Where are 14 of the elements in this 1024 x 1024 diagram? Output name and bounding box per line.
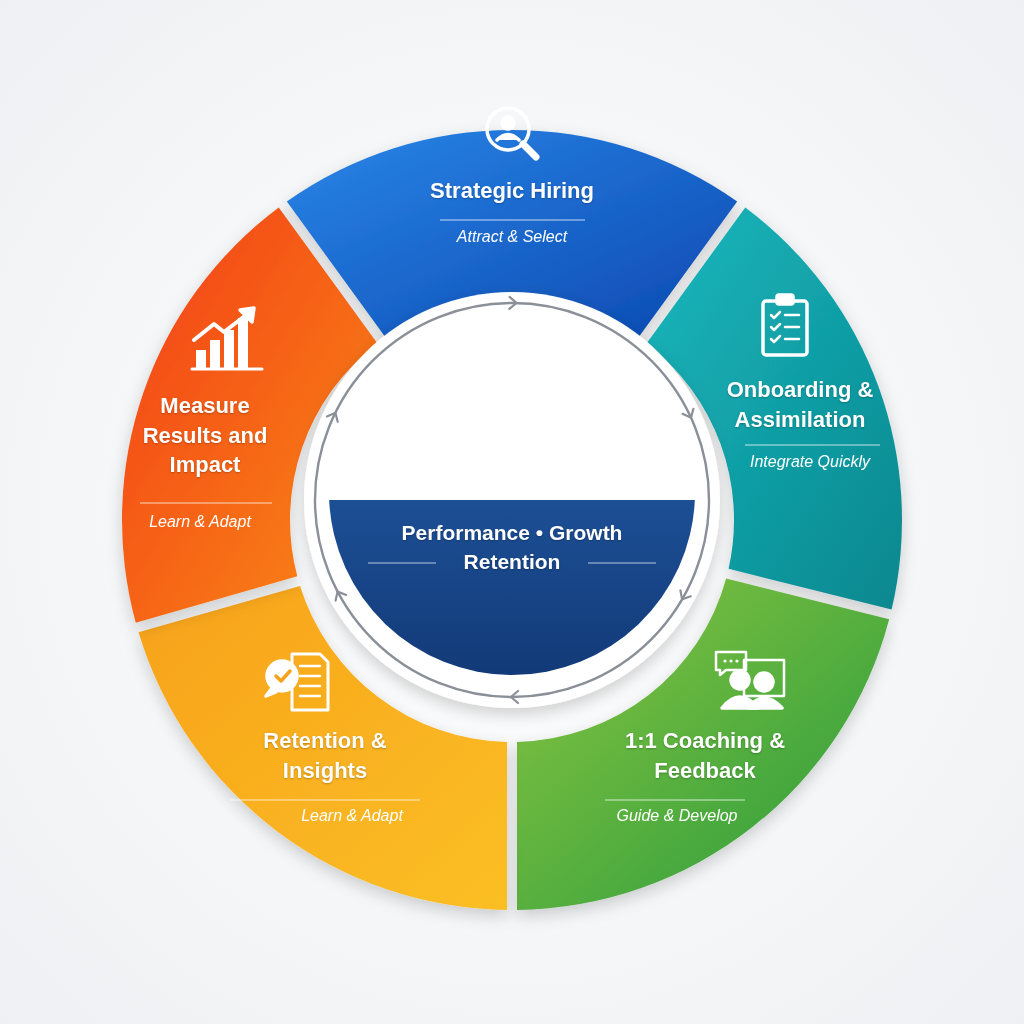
stage-title: 1:1 Coaching & Feedback — [623, 727, 787, 785]
stage-subtitle: Integrate Quickly — [748, 452, 872, 472]
stage-subtitle: Guide & Develop — [615, 806, 739, 826]
stage-title: Onboarding & Assimilation — [725, 376, 875, 434]
stage-title: Retention & Insights — [262, 727, 388, 785]
summary-band — [329, 500, 695, 675]
stage-subtitle: Learn & Adapt — [148, 512, 253, 532]
summary-text: Performance • Growth Retention — [400, 520, 624, 576]
cycle-segment — [138, 585, 508, 910]
stage-title: Strategic Hiring — [429, 177, 595, 205]
stage-subtitle: Learn & Adapt — [300, 806, 405, 826]
cycle-segment — [517, 578, 890, 910]
stage-title: Measure Results and Impact — [141, 392, 269, 480]
stage-subtitle: Attract & Select — [455, 227, 569, 247]
